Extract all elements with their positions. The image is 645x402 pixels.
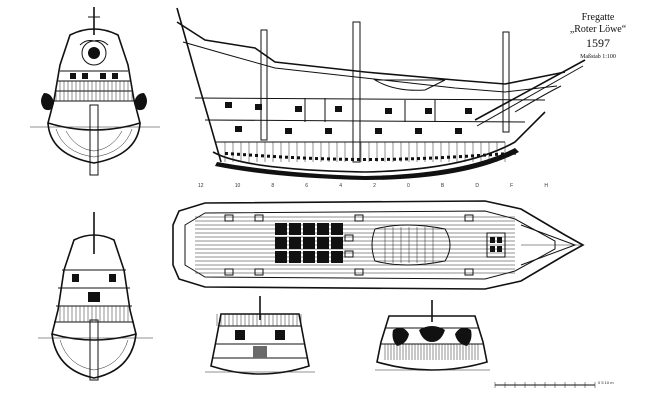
deck-outline <box>172 200 585 290</box>
title-ship-name: „Roter Löwe“ <box>569 23 627 35</box>
station-label: 8 <box>271 183 275 189</box>
title-year: 1597 <box>586 36 610 50</box>
scale-bar-label: 0 5 10 m <box>598 380 614 385</box>
station-label: 2 <box>373 183 376 189</box>
inboard-profile-view <box>176 7 586 180</box>
fore-mast <box>502 31 510 133</box>
deck-boat <box>371 224 451 266</box>
title-ship-type: Fregatte <box>581 12 615 23</box>
station-label: 12 <box>198 183 204 189</box>
scale-bar <box>494 382 596 388</box>
station-label: H <box>544 183 548 189</box>
station-marks: 12 10 8 6 4 2 0 B D F H <box>198 183 548 191</box>
station-label: F <box>510 183 514 189</box>
main-mast <box>352 21 361 163</box>
title-block: Fregatte „Roter Löwe“ 1597 Maßstab 1:100 <box>558 12 638 61</box>
station-label: D <box>475 183 479 189</box>
station-label: 0 <box>407 183 410 189</box>
stern-section-view <box>375 300 490 371</box>
ships-boat <box>373 79 446 91</box>
title-scale: Maßstab 1:100 <box>580 53 616 60</box>
midship-section-view <box>205 296 315 375</box>
station-label: 10 <box>234 183 241 189</box>
mizzen-mast <box>260 29 268 141</box>
bow-elevation-view <box>38 212 153 381</box>
station-label: B <box>440 183 445 189</box>
station-label: 6 <box>305 183 309 189</box>
stern-elevation-view <box>30 7 160 176</box>
bowsprit <box>474 59 586 121</box>
station-label: 4 <box>339 183 342 189</box>
deck-plan-view <box>172 200 585 290</box>
